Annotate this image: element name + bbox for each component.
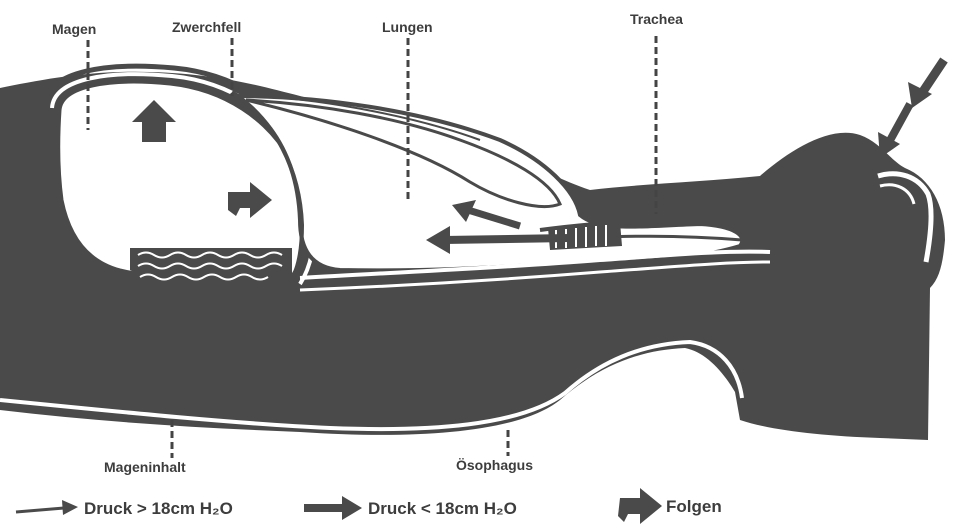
legend-label-high-pressure: Druck > 18cm H₂O xyxy=(84,499,233,518)
legend-label-low-pressure: Druck < 18cm H₂O xyxy=(368,499,517,518)
thin-arrow-icon xyxy=(16,500,78,515)
label-lungs: Lungen xyxy=(382,19,433,35)
legend-label-consequences: Folgen xyxy=(666,497,722,516)
block-arrow-icon xyxy=(618,488,662,524)
label-stomach-contents: Mageninhalt xyxy=(104,459,186,475)
label-esophagus: Ösophagus xyxy=(456,457,533,473)
label-trachea: Trachea xyxy=(630,11,683,27)
label-stomach: Magen xyxy=(52,21,96,37)
lungs xyxy=(236,96,742,270)
legend-item-high-pressure: Druck > 18cm H₂O xyxy=(16,499,233,518)
thick-arrow-icon xyxy=(304,496,362,520)
legend-item-low-pressure: Druck < 18cm H₂O xyxy=(304,496,517,520)
legend-item-consequences: Folgen xyxy=(618,488,722,524)
legend: Druck > 18cm H₂O Druck < 18cm H₂O Folgen xyxy=(16,488,722,524)
label-diaphragm: Zwerchfell xyxy=(172,19,241,35)
